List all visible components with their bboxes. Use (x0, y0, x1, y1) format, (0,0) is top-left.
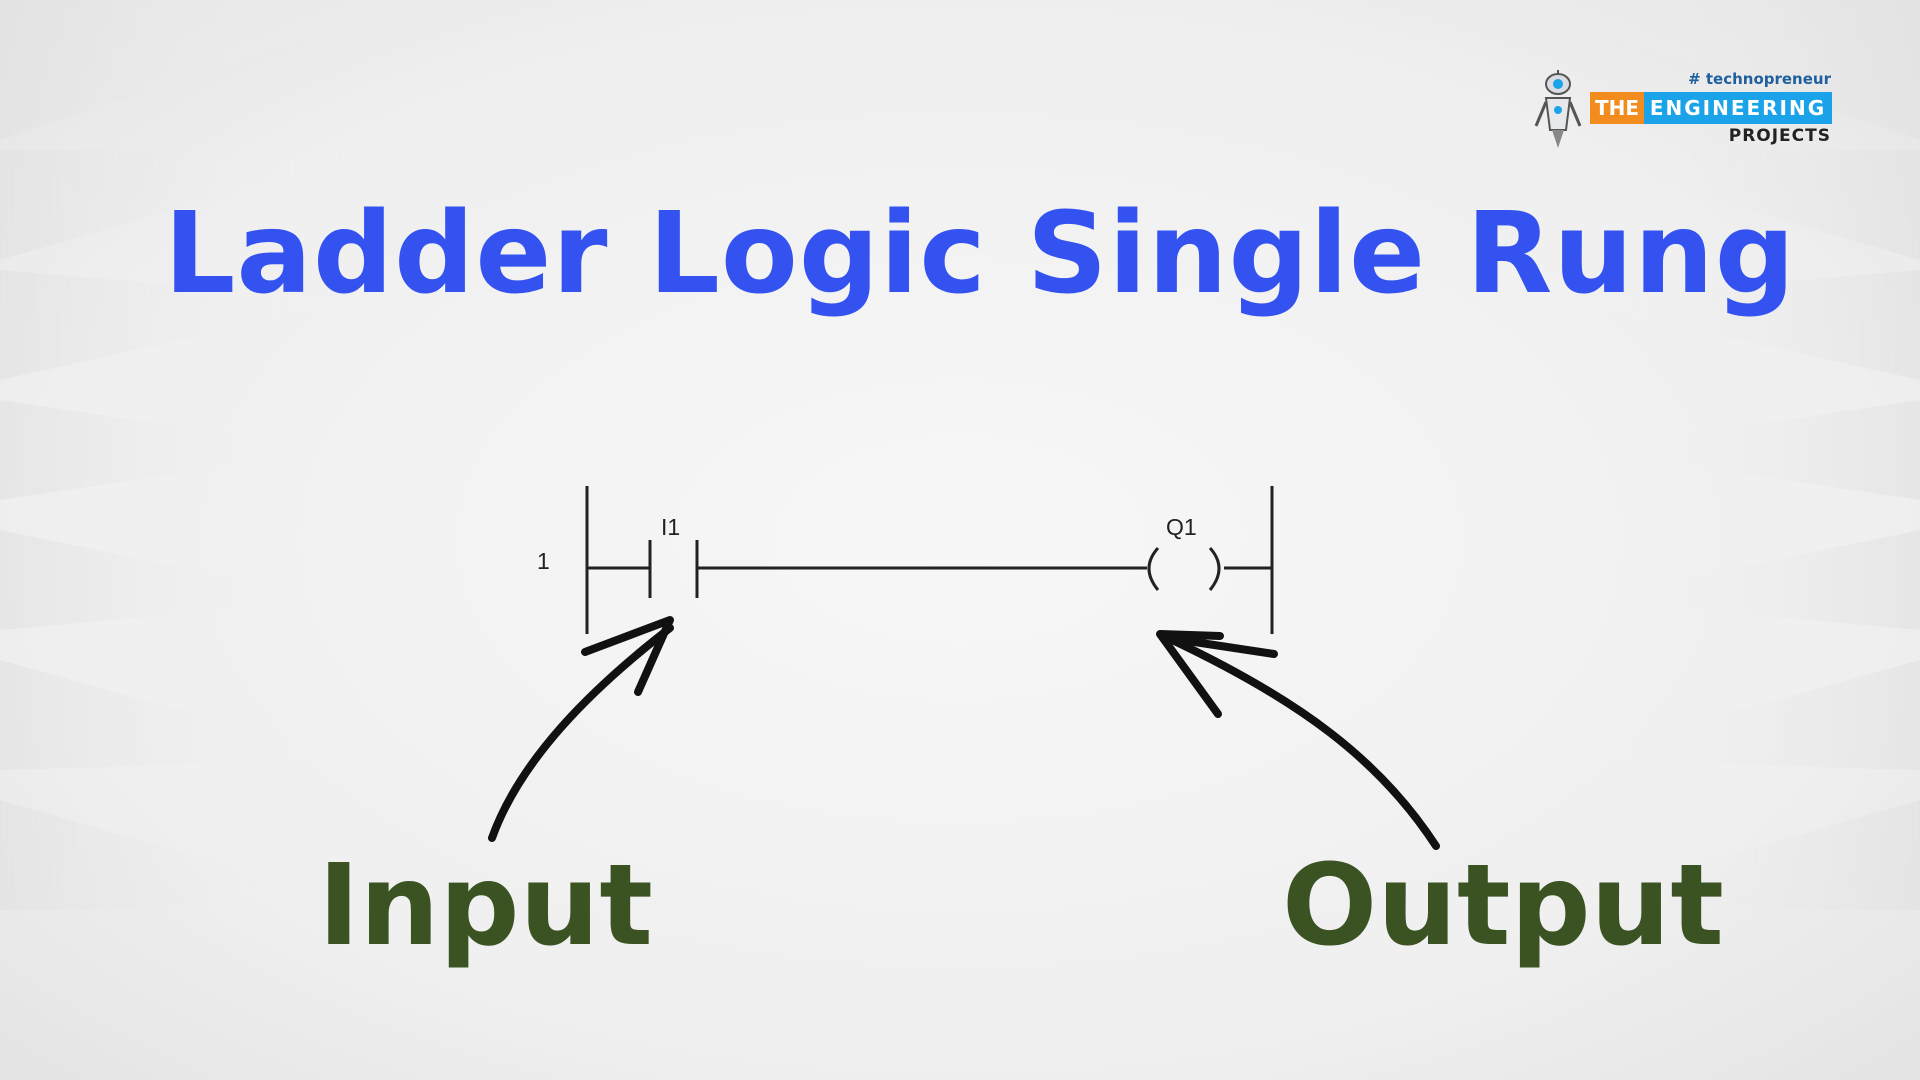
robot-icon (1534, 70, 1582, 148)
input-tag: I1 (661, 514, 681, 540)
output-arrow-head (1156, 630, 1224, 718)
logo-word-projects: PROJECTS (1728, 126, 1831, 146)
rung-number: 1 (537, 548, 550, 574)
logo-word-the: THE (1590, 92, 1644, 124)
page-title: Ladder Logic Single Rung (164, 189, 1796, 319)
output-arrow-shaft (1164, 634, 1440, 850)
output-tag: Q1 (1166, 514, 1197, 540)
brand-logo: # technopreneur THE ENGINEERING PROJECTS (1530, 66, 1835, 150)
coil-right-arc (1208, 546, 1221, 591)
input-label: Input (318, 841, 653, 971)
input-arrow-head (581, 616, 674, 696)
logo-hashtag: # technopreneur (1688, 70, 1831, 88)
input-arrow-shaft (488, 624, 674, 842)
output-arrow-tail (1164, 634, 1278, 658)
logo-word-engineering: ENGINEERING (1644, 92, 1832, 124)
output-label: Output (1282, 841, 1724, 971)
coil-left-arc (1147, 546, 1160, 591)
